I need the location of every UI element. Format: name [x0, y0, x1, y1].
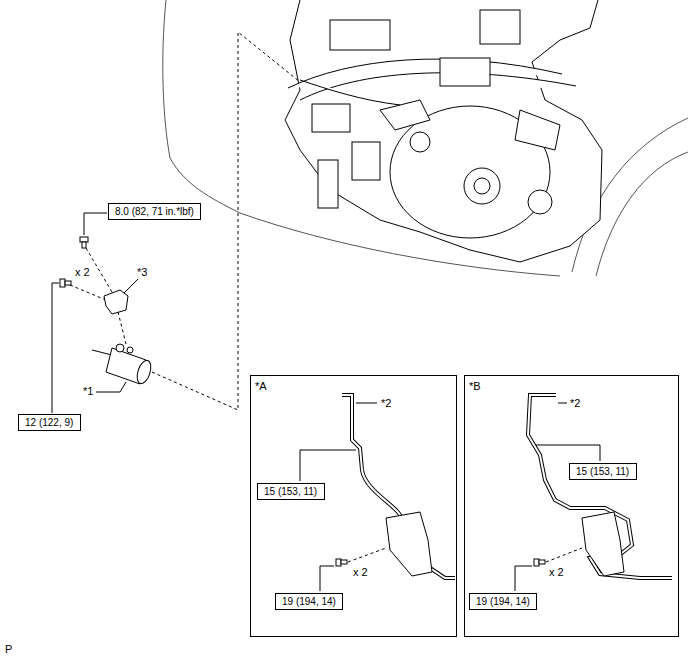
torque-box: 19 (194, 14) [469, 593, 537, 610]
leader-line [96, 382, 126, 392]
engine-part [515, 110, 560, 150]
brake-tube [342, 395, 455, 578]
engine-part [380, 100, 430, 130]
leader-line [300, 403, 600, 591]
dashed-line [152, 32, 300, 410]
push-rod [92, 350, 112, 355]
bracket [104, 290, 128, 314]
bleeder [127, 347, 133, 353]
leader-line [536, 445, 600, 461]
engine-part [312, 104, 350, 132]
callout-number: *1 [82, 385, 94, 398]
bracket [582, 512, 624, 576]
bracket [386, 512, 432, 576]
engine-part [440, 58, 490, 86]
torque-box: 15 (153, 11) [257, 483, 325, 500]
leader-line [300, 450, 356, 481]
torque-value: 15 (153, 11) [576, 466, 629, 477]
intake-pipe [300, 73, 576, 100]
vehicle-outline [163, 0, 688, 276]
release-cylinder [135, 359, 154, 386]
bolt [534, 559, 539, 566]
torque-value: 12 (122, 9) [25, 417, 73, 428]
quantity-label: x 2 [352, 566, 369, 579]
bolt [65, 281, 71, 285]
leader-line [320, 566, 334, 591]
bolt [82, 242, 86, 248]
brake-tube [528, 395, 672, 578]
torque-box: 15 (153, 11) [569, 463, 637, 480]
callout-number: *2 [380, 397, 392, 410]
torque-value: 19 (194, 14) [476, 596, 530, 607]
torque-box: 12 (122, 9) [18, 414, 81, 431]
quantity-label: x 2 [74, 266, 91, 279]
bolt [80, 237, 88, 242]
leader-line [558, 403, 567, 404]
callout-number: *2 [569, 397, 581, 410]
bolt [539, 560, 545, 564]
torque-value: 15 (153, 11) [264, 486, 317, 497]
bolt [336, 559, 341, 566]
leader-line [515, 566, 532, 591]
transaxle-part [474, 178, 490, 194]
bolt [341, 560, 347, 564]
transaxle-part [464, 168, 500, 204]
leader-line [356, 403, 377, 404]
engine-drawing [285, 0, 602, 262]
dashed-line [118, 312, 126, 344]
dashed-line [70, 285, 106, 300]
torque-box: 8.0 (82, 71 in.*lbf) [108, 203, 201, 220]
callout-number: *3 [136, 266, 148, 279]
body-line [163, 0, 240, 213]
page-mark: P [4, 643, 13, 656]
clutch-line [300, 80, 400, 105]
torque-value: 19 (194, 14) [282, 596, 336, 607]
leader-line [124, 279, 138, 293]
bleeder [116, 344, 124, 352]
transaxle-part [410, 132, 430, 152]
dashed-line [348, 548, 386, 562]
wheel-arch [596, 152, 688, 276]
leader-line [84, 213, 107, 235]
engine-part [480, 10, 520, 44]
parts [60, 237, 153, 385]
brake-tube [336, 395, 455, 578]
quantity-label: x 2 [548, 566, 565, 579]
dashed-line [546, 548, 582, 562]
transaxle-part [528, 190, 552, 214]
engine-outline [285, 0, 602, 262]
torque-box: 19 (194, 14) [275, 593, 343, 610]
engine-part [330, 20, 390, 50]
bolt [60, 279, 65, 287]
leader-line [52, 283, 59, 413]
dashed-line [70, 32, 582, 562]
view-label: *A [251, 377, 271, 396]
engine-part [352, 142, 380, 180]
brake-tube [528, 395, 672, 578]
view-panel: *A 15 (153, 11) 19 (194, 14) [250, 375, 457, 637]
torque-value: 8.0 (82, 71 in.*lbf) [115, 206, 194, 217]
brake-tube [342, 395, 455, 578]
view-label: *B [465, 377, 485, 396]
engine-part [318, 160, 338, 208]
view-panel: *B 15 (153, 11) 19 (194, 14) [464, 375, 679, 637]
brake-tube [528, 395, 672, 578]
leader-line [52, 213, 138, 413]
